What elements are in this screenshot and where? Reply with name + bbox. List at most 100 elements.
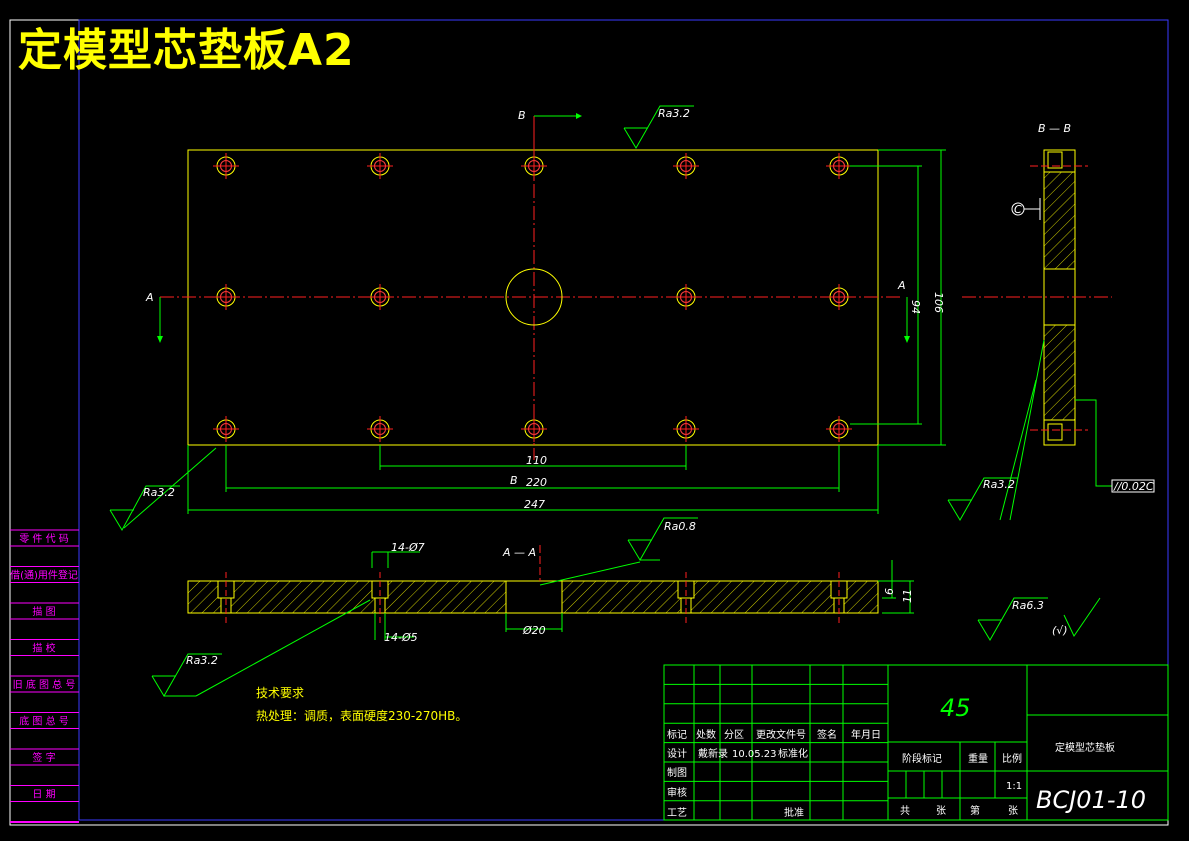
dim-247: 247 bbox=[524, 498, 545, 511]
mounting-hole bbox=[213, 153, 239, 179]
tb-h-mark: 标记 bbox=[667, 729, 687, 741]
arrowhead bbox=[904, 336, 910, 343]
aa-bore bbox=[505, 580, 563, 614]
dim-hole-big: 14-Ø7 bbox=[391, 541, 425, 554]
dim-220: 220 bbox=[526, 476, 547, 489]
dim-6: 6 bbox=[883, 588, 896, 595]
tb-design: 设计 bbox=[667, 747, 687, 760]
dim-bore: Ø20 bbox=[522, 624, 546, 637]
arrowhead bbox=[157, 336, 163, 343]
mounting-hole bbox=[673, 284, 699, 310]
bb-hatch-top bbox=[1043, 171, 1076, 270]
mounting-hole bbox=[367, 284, 393, 310]
section-a-label-left: A bbox=[145, 291, 154, 304]
tb-h-sign: 签名 bbox=[817, 728, 837, 741]
mounting-hole bbox=[213, 416, 239, 442]
mounting-hole bbox=[673, 153, 699, 179]
roughness-top: Ra3.2 bbox=[658, 107, 690, 120]
plate-outline bbox=[187, 149, 879, 446]
tech-req-heading: 技术要求 bbox=[256, 686, 304, 700]
roughness-side: Ra3.2 bbox=[983, 478, 1015, 491]
section-aa-view: A — A Ø20 14-Ø7 14-Ø5 6 11 Ra0.8 Ra3.2 bbox=[151, 517, 914, 697]
roughness-section-left: Ra3.2 bbox=[186, 654, 218, 667]
roughness-symbol bbox=[623, 105, 694, 149]
register-label: 描 图 bbox=[32, 605, 55, 618]
material: 45 bbox=[940, 694, 971, 722]
aa-label: A — A bbox=[502, 546, 536, 559]
tb-total: 共 bbox=[900, 805, 910, 817]
roughness-left-plan: Ra3.2 bbox=[143, 486, 175, 499]
dim-94: 94 bbox=[909, 300, 922, 314]
tb-designer: 戴新录 bbox=[698, 747, 728, 760]
part-name: 定模型芯垫板 bbox=[1055, 741, 1115, 754]
tb-h-doc: 更改文件号 bbox=[756, 728, 806, 741]
tb-review: 审核 bbox=[667, 786, 687, 799]
parallelism-frame bbox=[1111, 479, 1155, 493]
register-label: 日 期 bbox=[32, 789, 55, 801]
counterbore-hole bbox=[830, 572, 848, 624]
roughness-section-top: Ra0.8 bbox=[664, 520, 696, 533]
general-roughness: Ra6.3 (√) bbox=[977, 597, 1101, 641]
tb-drafter: 制图 bbox=[667, 766, 687, 779]
tech-req-line1: 热处理：调质，表面硬度230-270HB。 bbox=[256, 708, 467, 723]
section-b-label-bottom: B bbox=[510, 474, 518, 487]
tb-scale: 比例 bbox=[1002, 752, 1022, 765]
counterbore-hole bbox=[217, 572, 235, 624]
plan-view: B B A A 110 220 247 94 106 Ra3.2 bbox=[109, 105, 946, 532]
aa-holes bbox=[217, 572, 848, 624]
center-bore bbox=[505, 268, 563, 326]
roughness-symbol bbox=[109, 485, 180, 532]
mounting-hole bbox=[826, 153, 852, 179]
register-label: 底 图 总 号 bbox=[19, 715, 69, 728]
section-bb-view: B — B C //0.02C Ra3.2 bbox=[947, 122, 1155, 521]
counterbore-hole bbox=[677, 572, 695, 624]
datum-c: C bbox=[1014, 203, 1022, 216]
bb-label: B — B bbox=[1038, 122, 1071, 135]
dim-hole-small: 14-Ø5 bbox=[384, 631, 418, 644]
dim-11: 11 bbox=[901, 589, 914, 603]
section-a-label-right: A bbox=[897, 279, 906, 292]
tb-approve: 批准 bbox=[784, 806, 804, 819]
tb-h-date: 年月日 bbox=[851, 728, 881, 741]
register-label: 旧 底 图 总 号 bbox=[13, 678, 76, 691]
mounting-hole bbox=[826, 416, 852, 442]
mounting-hole bbox=[213, 284, 239, 310]
mounting-hole bbox=[367, 153, 393, 179]
tb-sheets2: 张 bbox=[1008, 805, 1018, 817]
tb-scale-val: 1:1 bbox=[1006, 781, 1022, 792]
dim-110: 110 bbox=[526, 454, 547, 467]
register-label: 签 字 bbox=[32, 751, 55, 764]
tb-process: 工艺 bbox=[667, 807, 687, 819]
register-label: 描 校 bbox=[32, 642, 55, 655]
roughness-general: Ra6.3 bbox=[1012, 599, 1044, 612]
parallelism-tolerance: //0.02C bbox=[1113, 480, 1154, 493]
counterbore-hole bbox=[371, 572, 389, 624]
register-label: 借(通)用件登记 bbox=[10, 569, 78, 582]
drawing-number: BCJ01-10 bbox=[1036, 786, 1146, 814]
tb-stage: 阶段标记 bbox=[902, 752, 942, 765]
title-block bbox=[663, 664, 1169, 821]
mounting-hole bbox=[826, 284, 852, 310]
bb-hatch-bottom bbox=[1043, 324, 1076, 421]
arrowhead bbox=[576, 113, 582, 119]
dim-106: 106 bbox=[932, 292, 945, 313]
register-label: 零 件 代 码 bbox=[19, 533, 69, 545]
tb-sheets: 张 bbox=[936, 805, 946, 817]
drawing-title: 定模型芯垫板A2 bbox=[18, 25, 355, 76]
inner-frame bbox=[78, 19, 1169, 821]
outer-frame bbox=[9, 19, 1169, 826]
tb-h-count: 处数 bbox=[696, 728, 716, 741]
tb-standard: 标准化 bbox=[778, 747, 808, 760]
tb-h-zone: 分区 bbox=[724, 729, 744, 741]
tb-design-date: 10.05.23 bbox=[732, 749, 777, 760]
mounting-hole bbox=[521, 416, 547, 442]
hole-pattern bbox=[213, 153, 852, 442]
section-b-label: B bbox=[518, 109, 526, 122]
title-block-grid bbox=[663, 664, 889, 820]
tb-page: 第 bbox=[970, 804, 980, 817]
mounting-hole bbox=[367, 416, 393, 442]
mounting-hole bbox=[673, 416, 699, 442]
tb-weight: 重量 bbox=[968, 752, 988, 765]
